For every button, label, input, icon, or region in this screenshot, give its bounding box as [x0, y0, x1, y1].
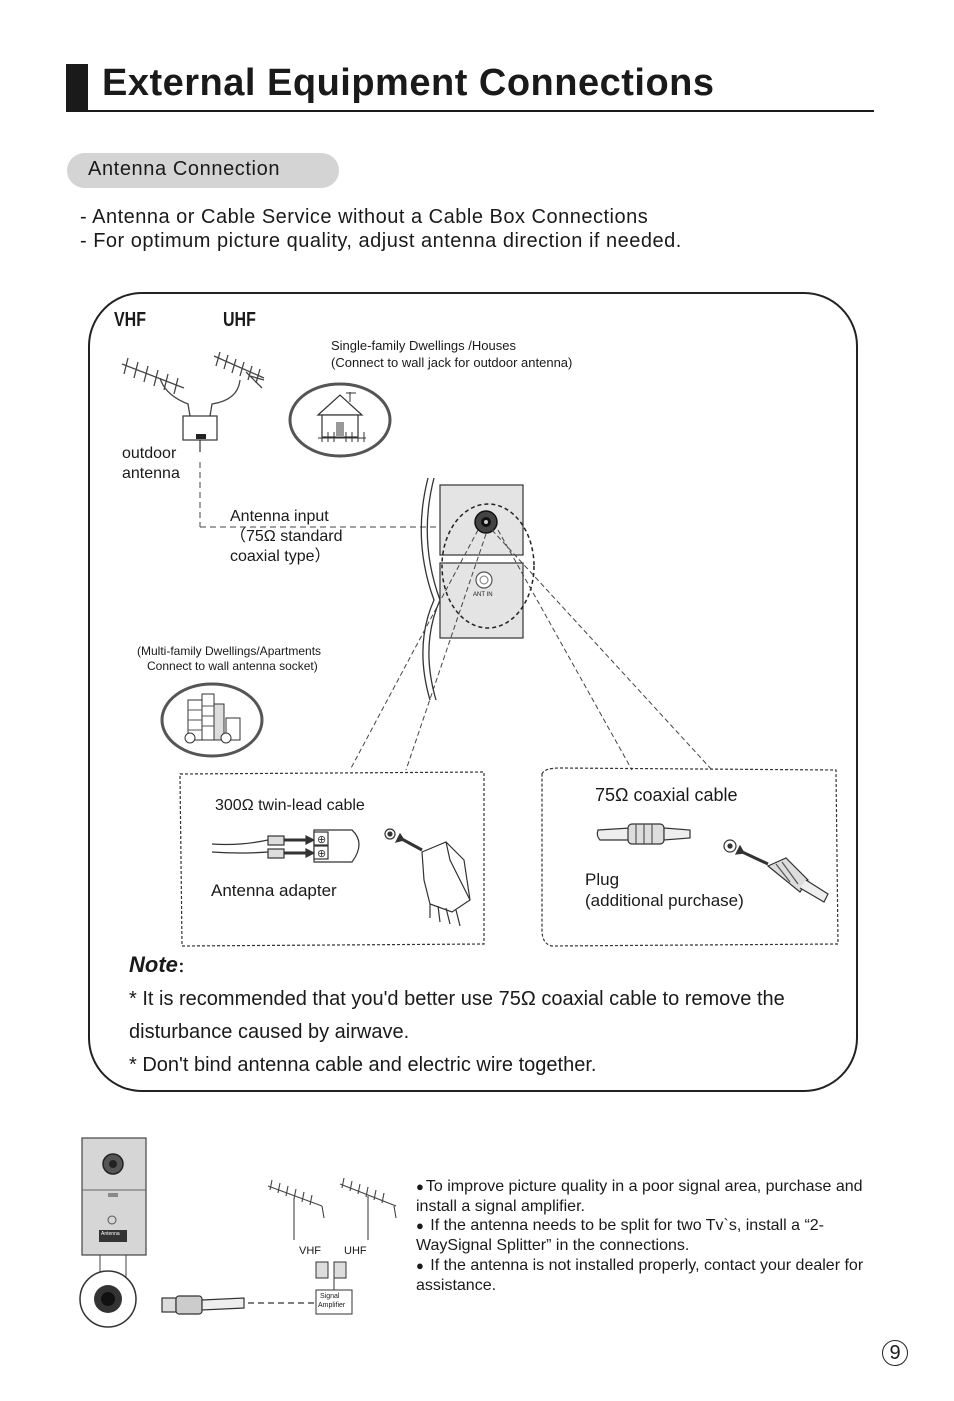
signal-amplifier-icon: [315, 1289, 353, 1315]
multi-family-line-2: Connect to wall antenna socket): [147, 659, 318, 673]
amp-vhf-label: VHF: [299, 1245, 321, 1257]
single-family-line-2: (Connect to wall jack for outdoor antenn…: [331, 355, 573, 370]
title-accent-bar: [66, 64, 88, 112]
title-underline: [66, 110, 874, 112]
page-number: 9: [889, 1342, 901, 1364]
uhf-label: UHF: [223, 309, 256, 331]
coaxial-cable-label: 75Ω coaxial cable: [595, 785, 738, 805]
section-pill: [67, 153, 339, 188]
section-label: Antenna Connection: [88, 158, 281, 180]
svg-text:⊕: ⊕: [317, 848, 326, 860]
apartment-icon: [160, 682, 264, 758]
coax-cable-icon: [596, 823, 691, 845]
antenna-input-line-2: （75Ω standard: [230, 528, 343, 545]
tip-2: ● If the antenna needs to be split for t…: [416, 1217, 824, 1254]
splitter-icon: [315, 1261, 347, 1279]
vhf-antenna-icon: [121, 357, 191, 417]
antenna-adapter-label: Antenna adapter: [211, 881, 337, 900]
tv-back-panel: [79, 1137, 147, 1328]
page-number-circle: [882, 1340, 908, 1366]
plug-label-line-2: (additional purchase): [585, 891, 744, 910]
signal-amplifier-line-2: Amplifier: [318, 1302, 346, 1309]
outdoor-antenna-line-1: outdoor: [122, 445, 177, 462]
wall-socket-panel: [420, 477, 535, 701]
twin-lead-label: 300Ω twin-lead cable: [215, 797, 365, 814]
intro-line-2: - For optimum picture quality, adjust an…: [80, 230, 682, 252]
tip-3: ● If the antenna is not installed proper…: [416, 1257, 864, 1294]
tip-1: ●To improve picture quality in a poor si…: [416, 1178, 863, 1215]
single-family-line-1: Single-family Dwellings /Houses: [331, 338, 516, 353]
diagram-frame: [88, 292, 858, 1092]
plug-label-line-1: Plug: [585, 870, 620, 889]
coax-plug-icon: [723, 839, 829, 903]
panel-antenna-label: Antenna: [101, 1231, 120, 1237]
signal-amplifier-line-1: Signal: [320, 1293, 340, 1300]
amp-uhf-label: UHF: [344, 1245, 367, 1257]
vhf-label: VHF: [114, 309, 146, 331]
intro-line-1: - Antenna or Cable Service without a Cab…: [80, 206, 649, 228]
antenna-input-line-3: coaxial type）: [230, 548, 331, 565]
small-antennas-icon: [267, 1177, 397, 1240]
note-line-1: * It is recommended that you'd better us…: [129, 988, 785, 1010]
adapter-icon: [384, 828, 471, 927]
twin-lead-cable-icon: ⊕ ⊕: [211, 829, 360, 863]
note-line-2: disturbance caused by airwave.: [129, 1021, 410, 1043]
multi-family-line-1: (Multi-family Dwellings/Apartments: [137, 644, 322, 658]
outdoor-antenna-line-2: antenna: [122, 465, 180, 482]
note-line-3: * Don't bind antenna cable and electric …: [129, 1054, 597, 1076]
svg-text:⊕: ⊕: [317, 834, 326, 846]
page-title: External Equipment Connections: [102, 62, 715, 104]
ant-in-label: ANT IN: [473, 592, 493, 598]
uhf-antenna-icon: [209, 351, 265, 417]
note-title: Note：: [129, 952, 192, 977]
house-icon: [288, 382, 392, 458]
antenna-input-line-1: Antenna input: [230, 508, 329, 525]
